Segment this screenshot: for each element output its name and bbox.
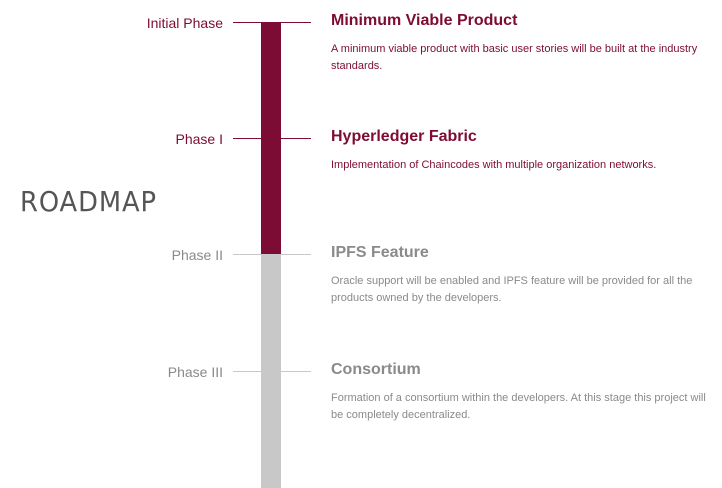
phase-tick <box>233 371 311 372</box>
phase-description: Oracle support will be enabled and IPFS … <box>331 275 693 304</box>
phase-label: Initial Phase <box>146 15 223 31</box>
phase-description: Formation of a consortium within the dev… <box>331 392 706 421</box>
roadmap-title: ROADMAP <box>20 185 158 218</box>
phase-title: Hyperledger Fabric <box>331 128 477 145</box>
phase-tick <box>233 22 311 23</box>
phase-label: Phase II <box>171 247 223 263</box>
phase-tick <box>233 138 311 139</box>
phase-title: Minimum Viable Product <box>331 12 518 29</box>
phase-description: Implementation of Chaincodes with multip… <box>331 159 657 171</box>
phase-title: IPFS Feature <box>331 244 429 261</box>
phase-label: Phase III <box>167 364 223 380</box>
phase-description: A minimum viable product with basic user… <box>331 43 698 72</box>
phase-tick <box>233 254 311 255</box>
phase-label: Phase I <box>175 131 223 147</box>
phase-title: Consortium <box>331 361 421 378</box>
